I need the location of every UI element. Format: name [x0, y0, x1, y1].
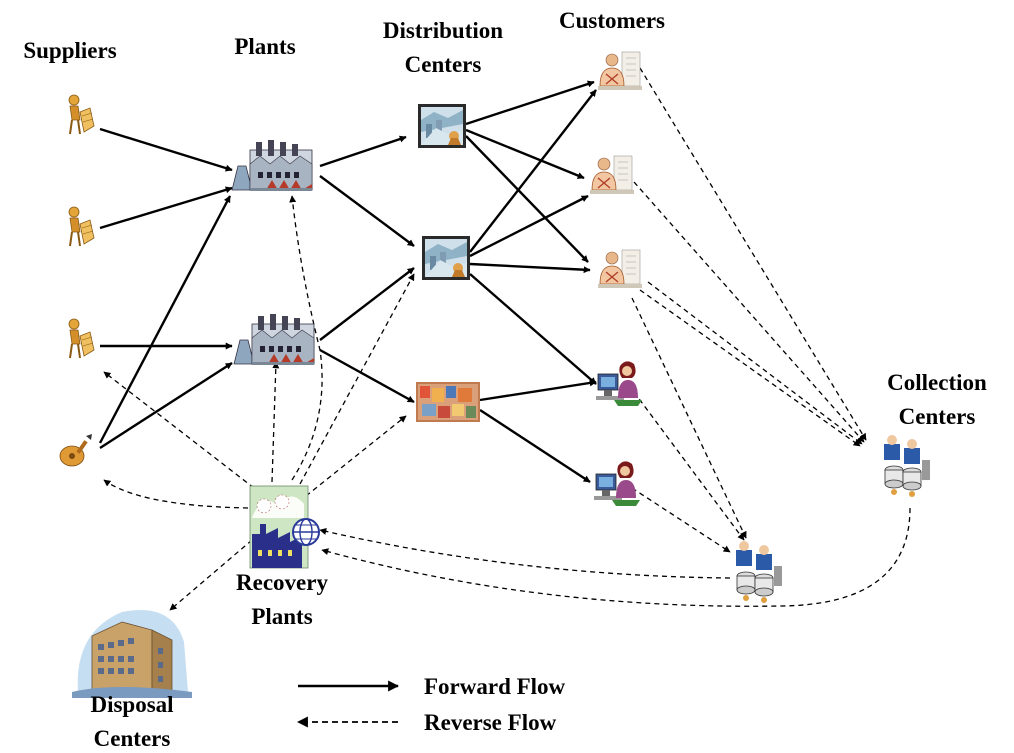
customer-nodes: [589, 51, 643, 507]
edge-supplier4-plant1: [98, 195, 232, 444]
customer-icon: [593, 460, 641, 507]
collection-center-icon: [735, 540, 783, 604]
edge-plant1-dc2: [319, 175, 415, 247]
edge-dc3-customer5: [479, 408, 591, 484]
edge-plant2-dc2: [319, 267, 415, 341]
supplier-icon: [68, 206, 95, 247]
label-distribution-centers-line1: Distribution: [383, 18, 503, 43]
customer-icon: [595, 360, 643, 407]
supplier-icon: [68, 318, 95, 359]
factory-icon: [231, 139, 313, 192]
collection-center-nodes: [735, 434, 931, 604]
label-distribution-centers-line2: Centers: [405, 52, 482, 77]
label-collection-centers-line2: Centers: [899, 404, 976, 429]
customer-icon: [597, 51, 643, 91]
collection-center-icon: [883, 434, 931, 498]
label-plants: Plants: [234, 34, 295, 59]
legend-reverse-label: Reverse Flow: [424, 710, 557, 735]
edge-recovery-plant2: [271, 361, 280, 483]
edge-dc1-customer2: [465, 128, 585, 180]
edge-supplier2-plant1: [99, 186, 233, 230]
factory-icon: [233, 313, 315, 366]
label-recovery-plants-line1: Recovery: [236, 570, 328, 595]
label-disposal-centers-line1: Disposal: [90, 692, 173, 717]
edge-recovery-supplier4: [103, 479, 249, 509]
plant-nodes: [231, 139, 315, 366]
edge-customer2-collection: [633, 181, 865, 443]
edge-dc1-customer1: [465, 80, 595, 126]
warehouse-icon: [418, 104, 466, 148]
edge-dc3-customer4: [479, 379, 597, 402]
edge-collection2-recovery: [319, 528, 731, 579]
edge-dc2-customer2: [469, 194, 589, 258]
customer-icon: [597, 249, 643, 289]
edge-dc2-customer1: [469, 89, 597, 253]
edge-recovery-dc2: [299, 273, 415, 485]
forward-flow-arrows: [98, 80, 597, 484]
edge-recovery-dc3: [305, 415, 407, 497]
supplier-icon: [68, 94, 95, 135]
disposal-building-icon: [71, 609, 193, 699]
label-customers: Customers: [559, 8, 665, 33]
edge-dc2-customer4: [469, 273, 597, 385]
edge-customer3-collection-a: [647, 281, 863, 445]
edge-customer3-collection2: [631, 297, 747, 539]
edge-plant2-dc3: [319, 348, 415, 404]
recovery-plant-icon: [249, 485, 320, 569]
edge-customer1-collection: [639, 67, 867, 441]
label-disposal-centers-line2: Centers: [94, 726, 171, 751]
legend-forward-label: Forward Flow: [424, 674, 566, 699]
edge-customer5-collection2: [631, 487, 731, 553]
edge-dc2-customer3: [469, 262, 591, 274]
edge-supplier4-plant2: [99, 361, 233, 450]
label-suppliers: Suppliers: [23, 38, 116, 63]
stage-labels: Suppliers Plants Distribution Centers Cu…: [23, 8, 987, 751]
edge-recovery-plant1: [289, 195, 323, 481]
warehouse-icon: [422, 236, 470, 280]
label-collection-centers-line1: Collection: [887, 370, 987, 395]
supplier-icon: [59, 433, 93, 467]
warehouse-icon: [416, 382, 480, 422]
edge-collection1-recovery: [321, 507, 911, 607]
customer-icon: [589, 155, 635, 195]
edge-plant1-dc1: [319, 135, 407, 168]
reverse-flow-arrows: [103, 67, 911, 611]
edge-dc1-customer3: [465, 135, 589, 263]
edge-customer4-collection2: [633, 391, 745, 541]
edge-supplier1-plant1: [99, 127, 233, 172]
legend: Forward Flow Reverse Flow: [296, 674, 566, 735]
supplier-nodes: [59, 94, 95, 467]
edge-recovery-supplier3: [103, 371, 255, 489]
label-recovery-plants-line2: Plants: [251, 604, 312, 629]
